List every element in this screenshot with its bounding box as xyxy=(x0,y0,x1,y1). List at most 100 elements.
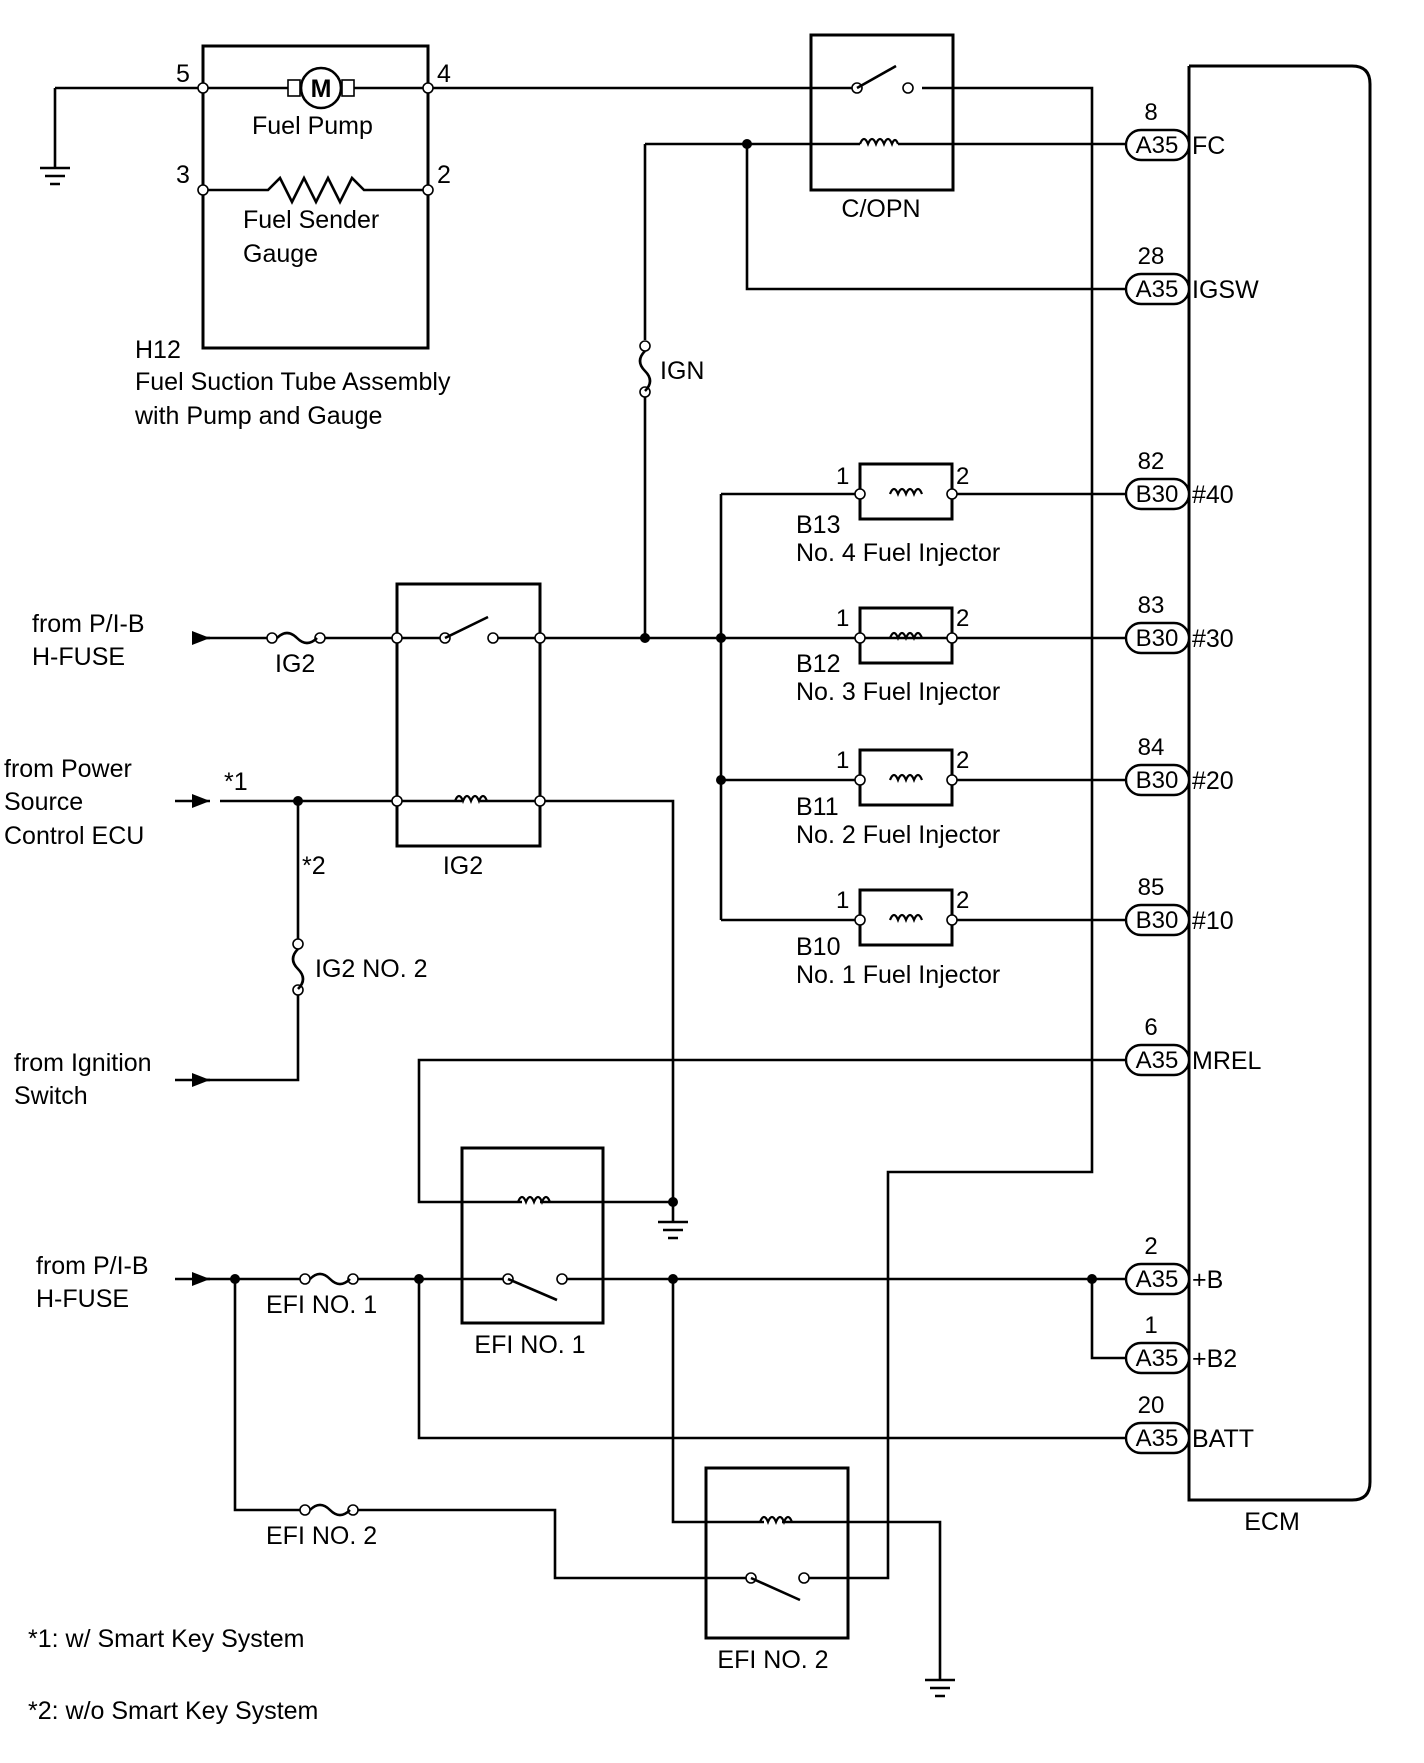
assembly-label-line2: with Pump and Gauge xyxy=(134,402,382,430)
fuel-pump-label: Fuel Pump xyxy=(252,112,373,140)
ecm-conn-batt: A35 xyxy=(1136,1425,1179,1452)
ecm-signal-fc: FC xyxy=(1192,132,1225,160)
injector-2-pin-out: 2 xyxy=(956,747,969,774)
ecm-box xyxy=(1187,64,1372,1502)
pump-pin-5: 5 xyxy=(176,60,190,88)
footnote-2: *2: w/o Smart Key System xyxy=(28,1697,318,1725)
copn-relay-label: C/OPN xyxy=(841,195,920,223)
injector-3-name: No. 3 Fuel Injector xyxy=(796,678,1000,706)
mark-1: *1 xyxy=(224,768,248,796)
ecm-signal-b2: +B2 xyxy=(1192,1345,1237,1373)
ecm-signal-40: #40 xyxy=(1192,481,1234,509)
ign-fuse-label: IGN xyxy=(660,357,704,385)
copn-relay-box xyxy=(809,33,955,192)
ecm-conn-10: B30 xyxy=(1136,907,1179,934)
motor-symbol: M xyxy=(287,66,355,110)
ecm-signal-20: #20 xyxy=(1192,767,1234,795)
efi1-fuse-label: EFI NO. 1 xyxy=(266,1291,377,1319)
ig2-fuse-label: IG2 xyxy=(275,650,315,678)
fuses xyxy=(266,340,652,1517)
ecm-pin-igsw: 28 xyxy=(1138,243,1165,270)
pump-connector-code: H12 xyxy=(135,336,181,364)
sender-label-line1: Fuel Sender xyxy=(243,206,379,234)
switch-contacts xyxy=(439,64,914,1602)
injector-1-name: No. 1 Fuel Injector xyxy=(796,961,1000,989)
efi2-fuse-label: EFI NO. 2 xyxy=(266,1522,377,1550)
source-power-line2: Source xyxy=(4,788,83,816)
ground-symbols xyxy=(40,166,955,1698)
ecm-signal-b: +B xyxy=(1192,1266,1223,1294)
efi2-relay-label: EFI NO. 2 xyxy=(717,1646,828,1674)
ecm-terminal-labels: 8 A35 FC 28 A35 IGSW 82 B30 #40 83 B30 #… xyxy=(1136,99,1262,1453)
ecm-conn-mrel: A35 xyxy=(1136,1047,1179,1074)
footnote-1: *1: w/ Smart Key System xyxy=(28,1625,304,1653)
efi1-relay-box xyxy=(460,1146,605,1325)
injector-2-name: No. 2 Fuel Injector xyxy=(796,821,1000,849)
ecm-pin-30: 83 xyxy=(1138,592,1165,619)
injector-4-pin-out: 2 xyxy=(956,463,969,490)
source-power-line1: from Power xyxy=(4,755,132,783)
source-pib-top-line1: from P/I-B xyxy=(32,610,145,638)
injector-4-connector: B13 xyxy=(796,511,840,539)
ecm-pin-batt: 20 xyxy=(1138,1392,1165,1419)
injector-boxes xyxy=(854,462,958,947)
terminals xyxy=(197,82,546,807)
injector-1-connector: B10 xyxy=(796,933,840,961)
source-pib-bottom-line2: H-FUSE xyxy=(36,1285,129,1313)
source-power-line3: Control ECU xyxy=(4,822,144,850)
ecm-conn-fc: A35 xyxy=(1136,132,1179,159)
ig2-relay-label: IG2 xyxy=(443,852,483,880)
pump-pin-2: 2 xyxy=(437,161,451,189)
motor-letter: M xyxy=(311,75,332,103)
ecm-signal-10: #10 xyxy=(1192,907,1234,935)
assembly-label-line1: Fuel Suction Tube Assembly xyxy=(135,368,451,396)
source-pib-top-line2: H-FUSE xyxy=(32,643,125,671)
fuel-pump-unit: M xyxy=(201,44,430,350)
ecm-conn-b: A35 xyxy=(1136,1266,1179,1293)
source-pib-bottom-line1: from P/I-B xyxy=(36,1252,149,1280)
source-arrows xyxy=(175,631,210,1286)
ecm-conn-igsw: A35 xyxy=(1136,276,1179,303)
ecm-conn-b2: A35 xyxy=(1136,1345,1179,1372)
ecm-pin-40: 82 xyxy=(1138,448,1165,475)
ecm-pin-b2: 1 xyxy=(1144,1312,1157,1339)
injector-2-connector: B11 xyxy=(796,793,839,821)
ecm-conn-30: B30 xyxy=(1136,625,1179,652)
ecm-conn-20: B30 xyxy=(1136,767,1179,794)
injector-labels: 1 2 B13 No. 4 Fuel Injector 1 2 B12 No. … xyxy=(796,463,1000,989)
ecm-pin-mrel: 6 xyxy=(1144,1014,1157,1041)
pump-pin-3: 3 xyxy=(176,161,190,189)
ig2no2-fuse-label: IG2 NO. 2 xyxy=(315,955,428,983)
ecm-conn-40: B30 xyxy=(1136,481,1179,508)
ecm-connector-pills xyxy=(1124,128,1191,1455)
ig2-relay-box xyxy=(395,582,542,848)
relay-coils xyxy=(453,137,900,1525)
wires xyxy=(53,86,1126,1680)
efi2-relay-box xyxy=(704,1466,850,1640)
junction-dots xyxy=(230,139,1097,1284)
injector-3-pin-out: 2 xyxy=(956,605,969,632)
injector-1-pin-out: 2 xyxy=(956,887,969,914)
injector-3-connector: B12 xyxy=(796,650,840,678)
ecm-label: ECM xyxy=(1244,1508,1300,1536)
source-ignition-line1: from Ignition xyxy=(14,1049,152,1077)
pump-pin-4: 4 xyxy=(437,60,451,88)
ecm-signal-30: #30 xyxy=(1192,625,1234,653)
injector-2-pin-in: 1 xyxy=(836,747,849,774)
injector-4-pin-in: 1 xyxy=(836,463,849,490)
injector-3-pin-in: 1 xyxy=(836,605,849,632)
source-ignition-line2: Switch xyxy=(14,1082,88,1110)
ecm-pin-20: 84 xyxy=(1138,734,1165,761)
ecm-signal-mrel: MREL xyxy=(1192,1047,1262,1075)
efi1-relay-label: EFI NO. 1 xyxy=(474,1331,585,1359)
ecm-pin-fc: 8 xyxy=(1144,99,1157,126)
injector-1-pin-in: 1 xyxy=(836,887,849,914)
sender-label-line2: Gauge xyxy=(243,240,318,268)
ecm-pin-10: 85 xyxy=(1138,874,1165,901)
mark-2: *2 xyxy=(302,852,326,880)
ecm-signal-igsw: IGSW xyxy=(1192,276,1259,304)
injector-4-name: No. 4 Fuel Injector xyxy=(796,539,1000,567)
ecm-pin-b: 2 xyxy=(1144,1233,1157,1260)
ecm-signal-batt: BATT xyxy=(1192,1425,1254,1453)
